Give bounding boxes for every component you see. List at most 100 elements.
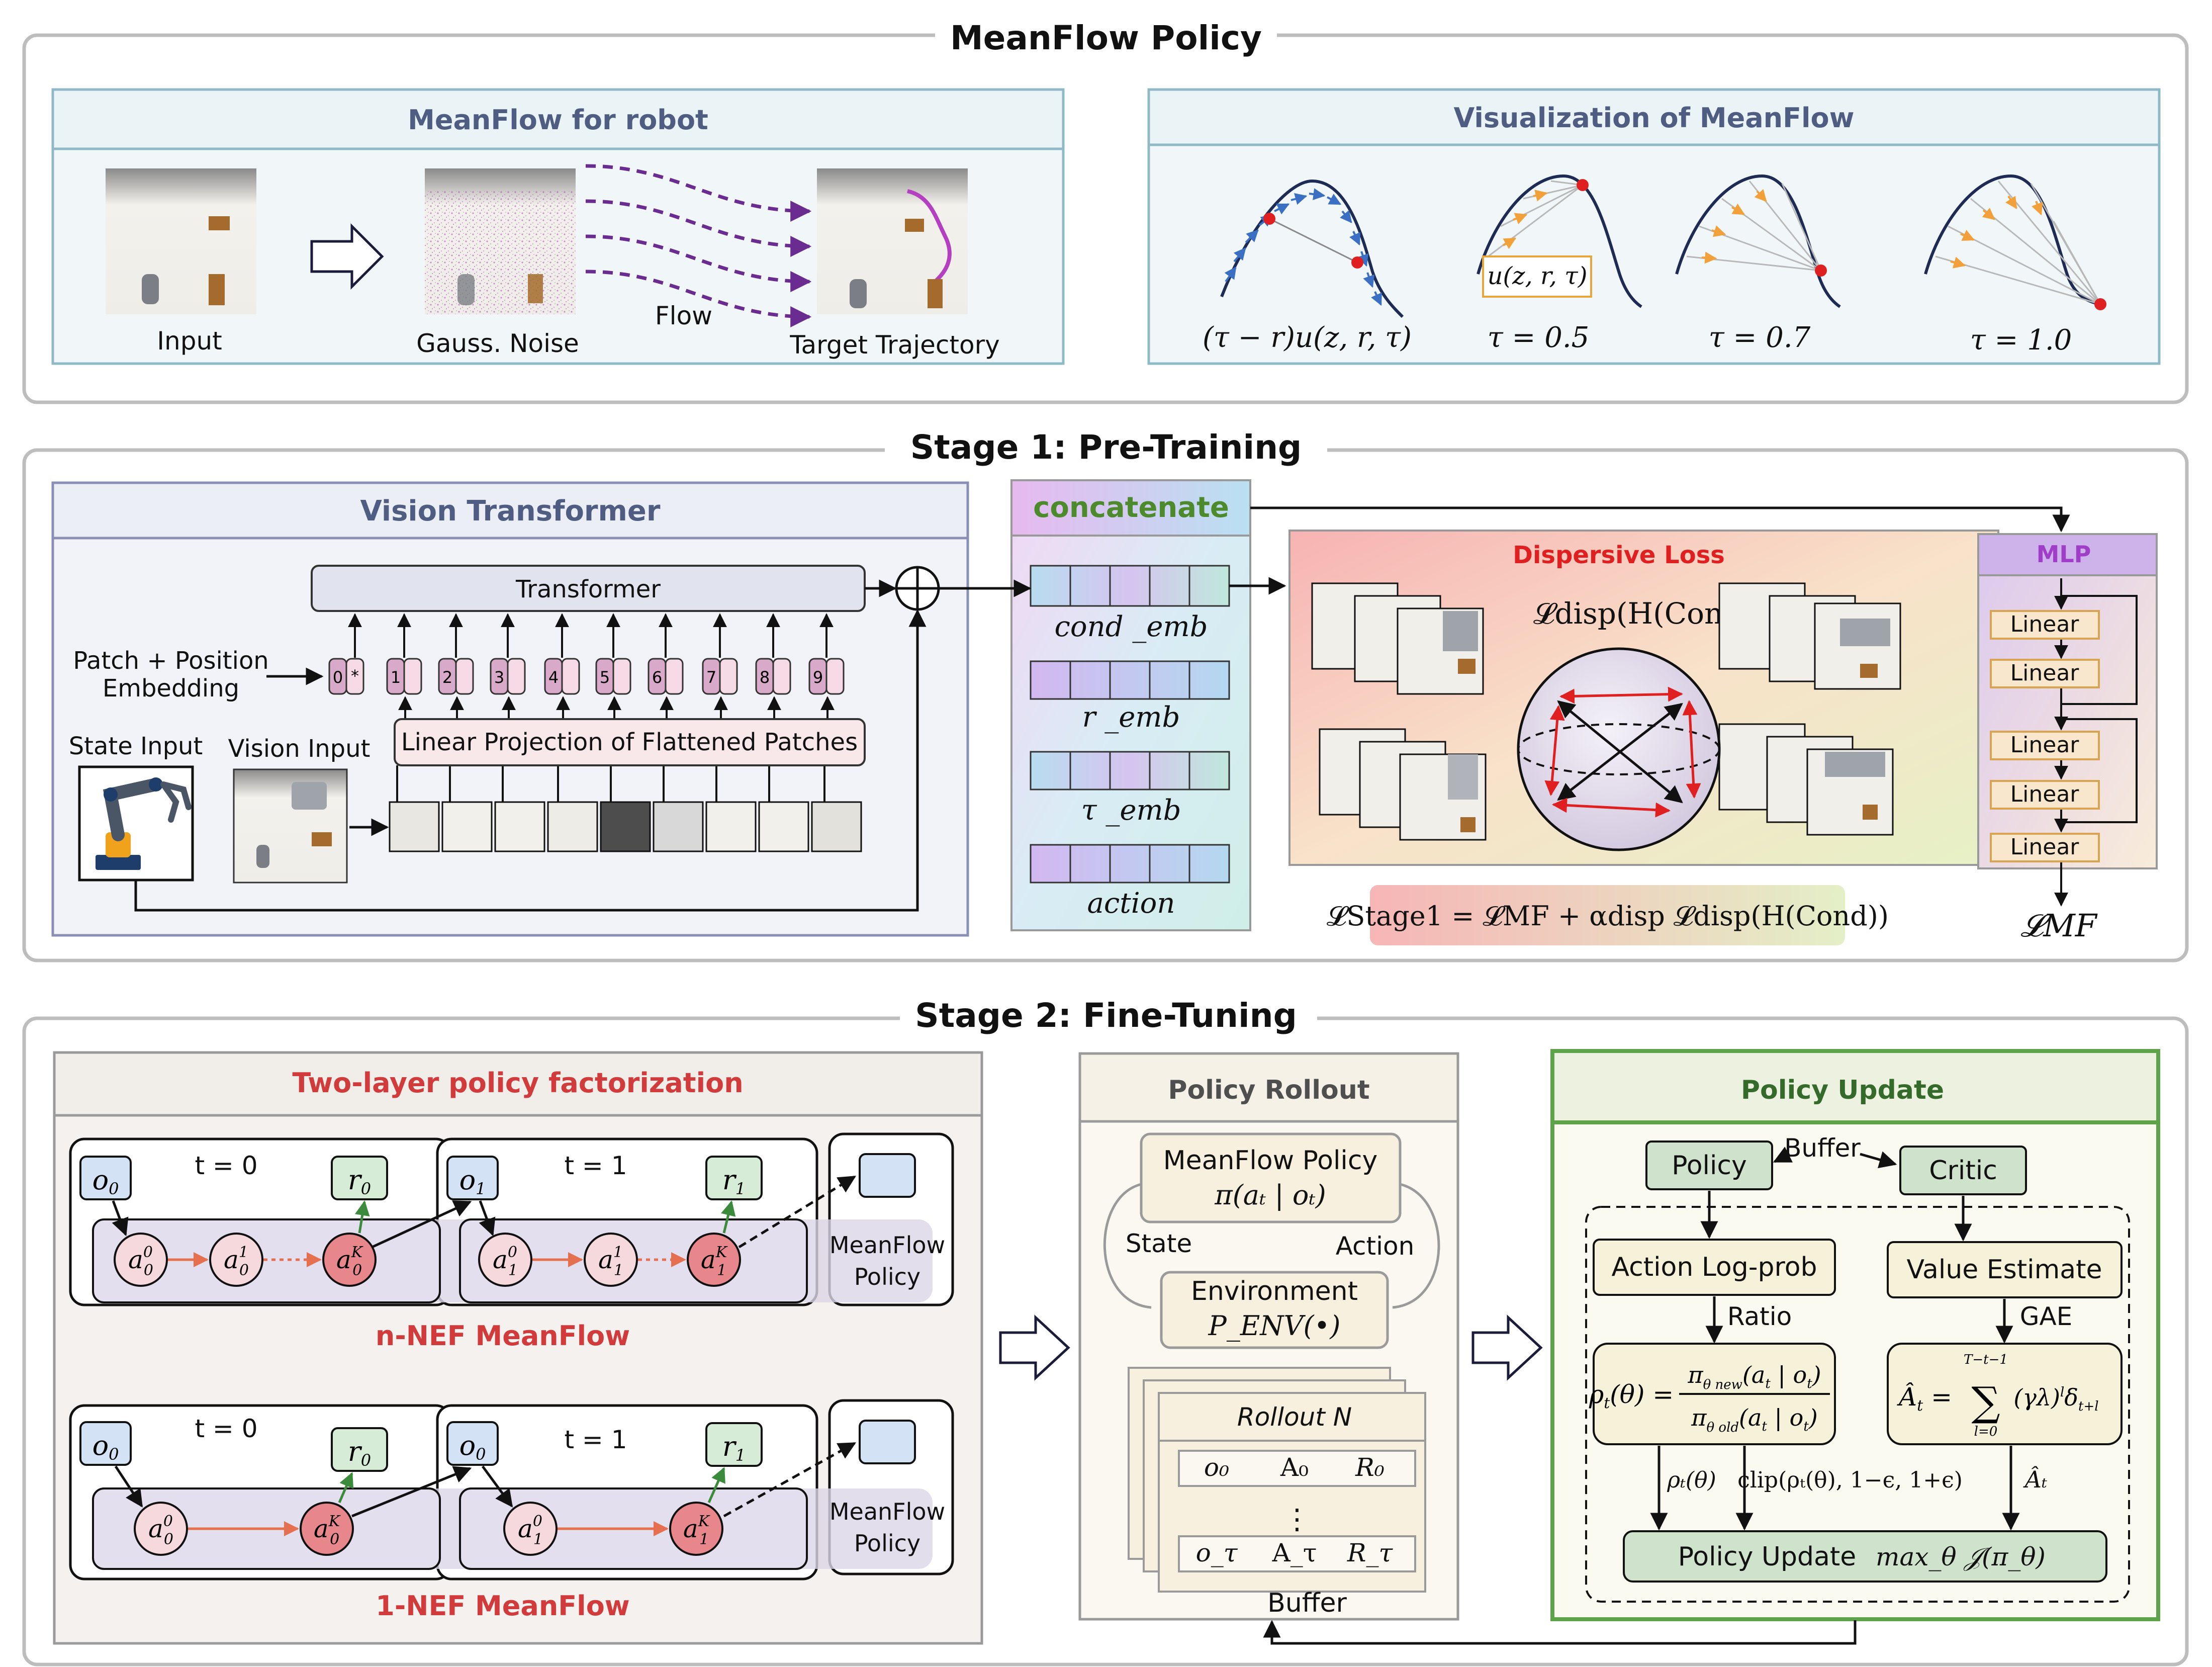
rho-label: ρₜ(θ) xyxy=(1667,1467,1716,1493)
one-nef-a10 xyxy=(503,1502,558,1556)
input-image xyxy=(106,168,256,314)
n-nef-t1-label: t = 1 xyxy=(564,1151,627,1180)
rollout-n-label: Rollout N xyxy=(1237,1402,1352,1432)
stage2-title: Stage 2: Fine-Tuning xyxy=(915,996,1297,1035)
one-nef-o1 xyxy=(446,1421,499,1466)
target-trajectory-label: Target Trajectory xyxy=(789,330,999,360)
n-nef-label: n-NEF MeanFlow xyxy=(376,1320,630,1352)
image-patches xyxy=(389,801,862,852)
token-group-5: 5 xyxy=(595,658,631,695)
rollout-env-math: P_ENV(•) xyxy=(1208,1310,1341,1342)
stage1-loss-box xyxy=(1370,885,1845,945)
n-nef-a1k xyxy=(687,1233,741,1287)
vit-title: Vision Transformer xyxy=(360,495,661,528)
mlp-linear-4-label: Linear xyxy=(2010,781,2080,807)
hollow-arrow-3-icon xyxy=(1471,1314,1543,1381)
adv-label: Âₜ xyxy=(2023,1465,2048,1493)
one-nef-r0 xyxy=(331,1427,388,1472)
state-input-label: State Input xyxy=(69,732,203,760)
patch-tokens: 0 * 1 2 3 4 5 6 7 8 9 xyxy=(328,658,845,695)
rollout-state-label: State xyxy=(1126,1229,1192,1258)
rollout-env-label: Environment xyxy=(1191,1276,1358,1306)
token-label-9: 9 xyxy=(813,668,823,687)
visualization-panel: Visualization of MeanFlow xyxy=(1147,88,2161,365)
gauss-noise-image xyxy=(425,168,576,314)
viz-label-1: (τ − r)u(z, r, τ) xyxy=(1203,321,1412,354)
cond-emb-block xyxy=(1030,565,1230,607)
rollout-row0-o: o₀ xyxy=(1204,1453,1229,1482)
input-label: Input xyxy=(157,326,222,356)
concatenate-title: concatenate xyxy=(1033,491,1229,524)
mlp-linear-4 xyxy=(1990,780,2100,810)
mlp-loss-label: 𝓛MF xyxy=(2020,907,2098,944)
viz-curve-4 xyxy=(1924,174,2106,310)
dispersive-loss-title: Dispersive Loss xyxy=(1513,541,1725,569)
one-nef-a00 xyxy=(134,1502,188,1556)
update-policy-label: Policy xyxy=(1672,1151,1747,1181)
meanflow-policy-title: MeanFlow Policy xyxy=(950,19,1262,57)
policy-update-panel: Policy Update Policy Buffer Critic Actio… xyxy=(1550,1049,2160,1621)
token-label-8: 8 xyxy=(760,668,770,687)
patch-embedding-label-1: Patch + Position xyxy=(73,647,268,675)
policy-rollout-panel: Policy Rollout MeanFlow Policy π(aₜ | oₜ… xyxy=(1078,1052,1459,1621)
rollout-env-box xyxy=(1160,1271,1389,1349)
n-nef-o0 xyxy=(79,1156,132,1200)
one-nef-policy-label-1: MeanFlow xyxy=(829,1498,945,1525)
final-update-math: max_θ 𝒥(π_θ) xyxy=(1876,1542,2046,1571)
token-label-3: 3 xyxy=(494,668,504,687)
final-update-box xyxy=(1623,1530,2107,1583)
rollout-policy-box xyxy=(1140,1132,1402,1223)
rollout-row1-o: o_τ xyxy=(1196,1538,1238,1567)
token-label-0: 0 xyxy=(333,668,343,687)
meanflow-policy-section: MeanFlow Policy MeanFlow for robot Input xyxy=(22,15,2189,404)
viz-panel-title: Visualization of MeanFlow xyxy=(1454,102,1855,134)
svg-text:T−t−1: T−t−1 xyxy=(1964,1352,2008,1367)
token-group-0: 0 * xyxy=(328,658,364,695)
stage2-section: Stage 2: Fine-Tuning Two-layer policy fa… xyxy=(22,993,2189,1666)
rollout-policy-math: π(aₜ | oₜ) xyxy=(1214,1179,1326,1211)
mlp-panel: MLP Linear Linear Linear Linear Linear xyxy=(1977,533,2158,907)
n-nef-a11 xyxy=(584,1233,638,1287)
mlp-linear-1-label: Linear xyxy=(2010,611,2080,637)
svg-text:Ât =: Ât = xyxy=(1897,1382,1952,1415)
stage1-section: Stage 1: Pre-Training Vision Transformer… xyxy=(22,425,2189,962)
token-label-7: 7 xyxy=(706,668,716,687)
viz-curve-2 xyxy=(1477,174,1642,308)
gauss-noise-label: Gauss. Noise xyxy=(416,329,579,358)
feedback-arrow xyxy=(1263,1620,1857,1645)
n-nef-a00 xyxy=(114,1233,168,1287)
n-nef-next-obs xyxy=(859,1153,916,1198)
factorization-title: Two-layer policy factorization xyxy=(292,1067,743,1099)
robot-arm-icon xyxy=(78,765,194,882)
one-nef-a0k xyxy=(300,1502,354,1556)
one-nef-o0 xyxy=(79,1421,132,1466)
svg-text:r0: r0 xyxy=(348,1436,371,1470)
svg-text:l=0: l=0 xyxy=(1974,1424,1998,1439)
viz-label-tau07: τ = 0.7 xyxy=(1709,321,1811,354)
rollout-policy-label: MeanFlow Policy xyxy=(1163,1146,1378,1176)
action-label: action xyxy=(1087,887,1175,920)
meanflow-for-robot-panel: MeanFlow for robot Input Gauss. Noise xyxy=(51,88,1065,365)
action-block xyxy=(1030,844,1230,884)
image-stack-top-left xyxy=(1311,582,1484,695)
value-box xyxy=(1887,1241,2123,1298)
ratio-label: Ratio xyxy=(1727,1302,1792,1331)
robot-panel-title: MeanFlow for robot xyxy=(408,104,708,136)
value-label: Value Estimate xyxy=(1906,1255,2102,1285)
token-label-2: 2 xyxy=(442,668,452,687)
concatenate-panel: concatenate cond _emb r _emb xyxy=(1010,479,1251,931)
viz-curve-1 xyxy=(1220,179,1404,318)
gae-label: GAE xyxy=(2020,1302,2073,1331)
token-label-6: 6 xyxy=(652,668,662,687)
svg-text:aK0: aK0 xyxy=(314,1513,341,1548)
mlp-title: MLP xyxy=(2037,541,2091,568)
n-nef-r1 xyxy=(705,1156,763,1200)
n-nef-a10 xyxy=(478,1233,532,1287)
svg-text:a10: a10 xyxy=(224,1244,249,1279)
vision-input-image xyxy=(233,768,348,884)
r-emb-label: r _emb xyxy=(1082,701,1180,734)
viz-label-tau10: τ = 1.0 xyxy=(1970,324,2072,357)
final-update-label: Policy Update xyxy=(1678,1542,1856,1572)
